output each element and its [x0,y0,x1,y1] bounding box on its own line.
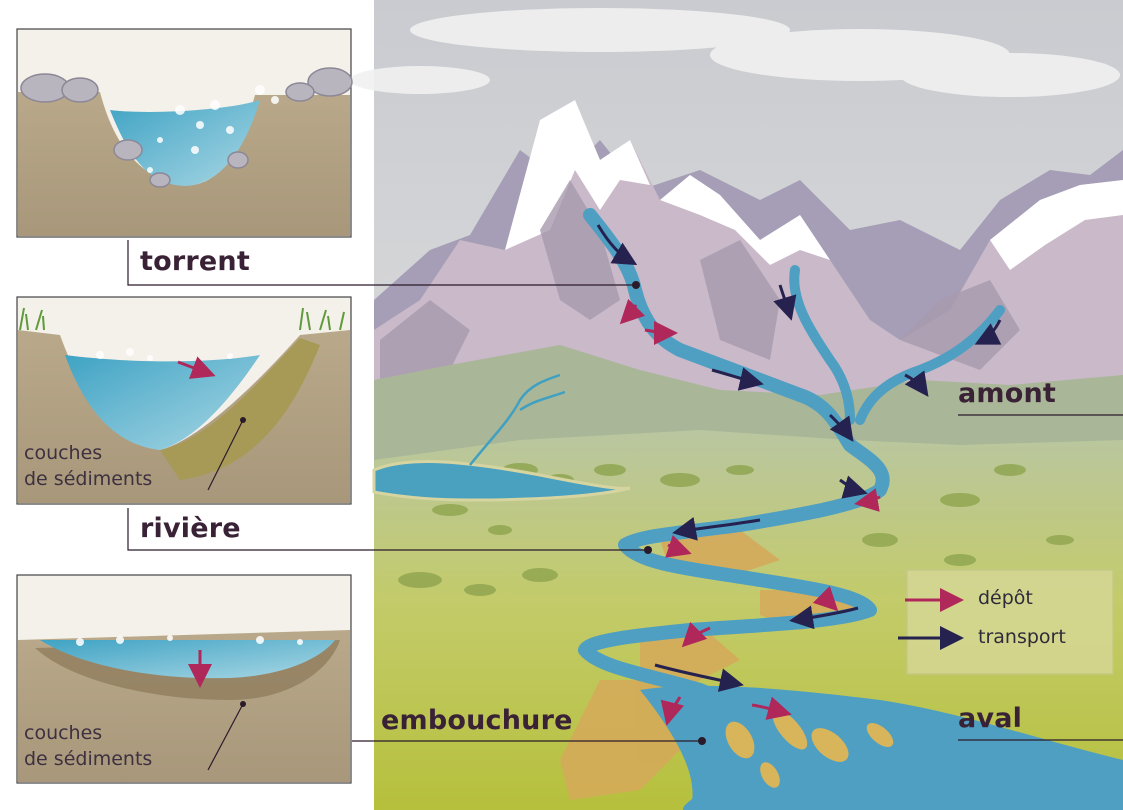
deposit-arrows [619,298,881,726]
riviere-caption-line2: de sédiments [24,468,153,490]
riviere-caption-line1: couches [24,442,103,464]
inset-riviere [16,296,352,505]
embouchure-caption-line1: couches [24,722,103,744]
delta [640,685,1123,810]
legend-depot-label: dépôt [978,587,1033,609]
landscape [350,0,1123,810]
clouds [350,8,1120,97]
label-amont: amont [958,378,1057,409]
label-torrent: torrent [140,246,250,277]
legend-transport-label: transport [978,626,1066,648]
snow-caps [505,100,1123,270]
label-embouchure: embouchure [381,705,573,736]
inset-torrent [16,28,353,238]
delta-islands [725,710,894,788]
leader-lines [127,240,1123,742]
creek [469,373,566,466]
river [578,208,890,810]
lake [372,460,631,502]
label-aval: aval [958,703,1023,734]
legend-box [906,569,1114,675]
embouchure-caption-line2: de sédiments [24,748,153,770]
inset-embouchure [16,574,352,784]
label-riviere: rivière [140,513,241,544]
leader-dots [632,281,706,745]
